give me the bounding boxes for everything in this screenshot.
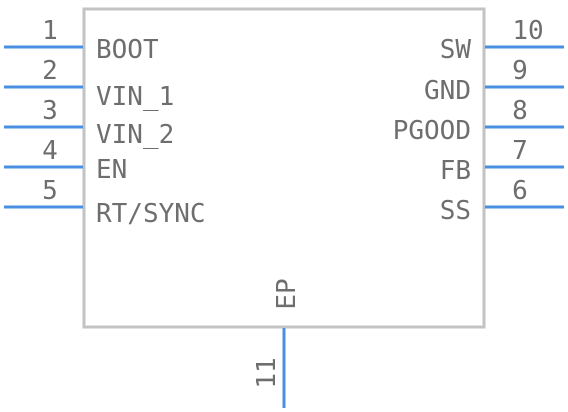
pin-number-9: 9 xyxy=(512,56,528,86)
pin-number-5: 5 xyxy=(42,176,58,206)
right-pins: 10 9 8 7 6 SW GND PGOOD FB SS xyxy=(393,16,564,226)
pin-name-sw: SW xyxy=(440,35,472,65)
pin-number-4: 4 xyxy=(42,136,58,166)
pin-name-en: EN xyxy=(96,155,127,185)
pin-name-pgood: PGOOD xyxy=(393,116,471,146)
pin-name-ep: EP xyxy=(272,278,302,309)
pin-name-gnd: GND xyxy=(424,76,471,106)
pin-name-rt-sync: RT/SYNC xyxy=(96,199,206,229)
pin-number-2: 2 xyxy=(42,56,58,86)
pin-number-6: 6 xyxy=(512,176,528,206)
pin-number-10: 10 xyxy=(512,16,543,46)
pin-name-boot: BOOT xyxy=(96,35,159,65)
bottom-pin: EP 11 xyxy=(252,278,302,408)
left-pins: 1 2 3 4 5 BOOT VIN_1 VIN_2 EN RT/SYNC xyxy=(4,16,206,229)
pin-name-vin-1: VIN_1 xyxy=(96,82,174,112)
pin-number-7: 7 xyxy=(512,136,528,166)
pin-name-vin-2: VIN_2 xyxy=(96,120,174,150)
pin-number-11: 11 xyxy=(252,357,282,388)
pin-number-1: 1 xyxy=(42,16,58,46)
pin-name-fb: FB xyxy=(440,156,471,186)
pin-name-ss: SS xyxy=(440,196,471,226)
pin-number-3: 3 xyxy=(42,96,58,126)
ic-body xyxy=(82,7,486,329)
pin-number-8: 8 xyxy=(512,96,528,126)
